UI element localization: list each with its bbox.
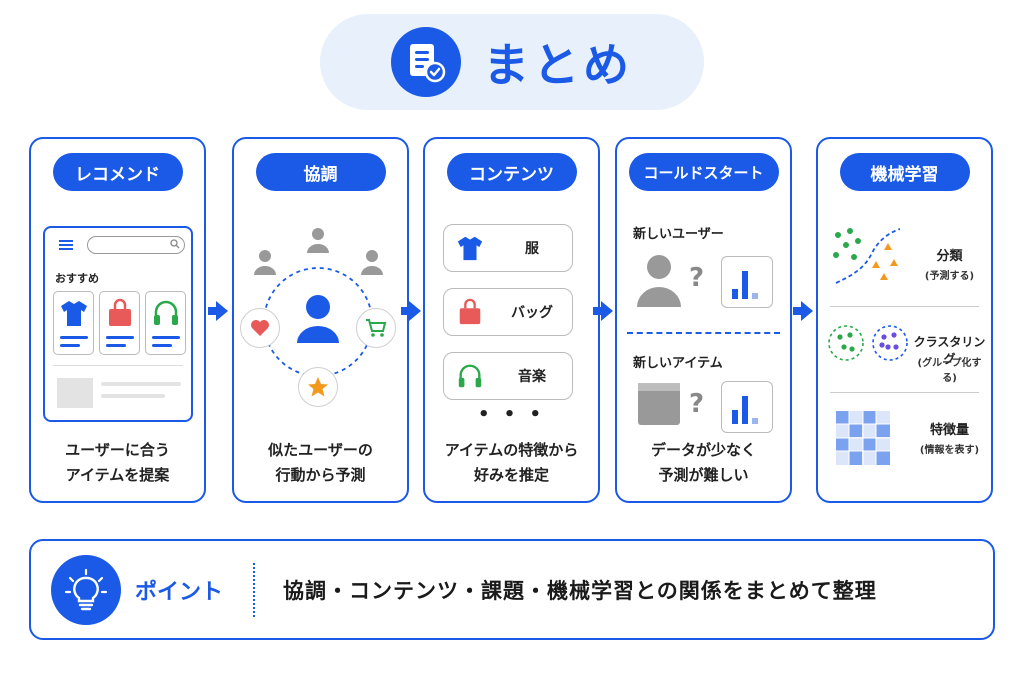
box-icon — [638, 383, 680, 425]
search-icon — [170, 239, 180, 249]
feature-grid-icon — [836, 411, 890, 465]
checklist-icon — [391, 27, 461, 97]
card-content: コンテンツ 服 バッグ 音楽 • • • アイテムの特徴から 好みを推定 — [423, 137, 600, 503]
bag-icon — [109, 298, 131, 326]
arrow-right-icon — [208, 301, 228, 321]
product-card — [99, 291, 140, 355]
card-label: レコメンド — [52, 153, 183, 191]
card-caption: ユーザーに合う アイテムを提案 — [65, 441, 170, 484]
recommend-heading: おすすめ — [55, 272, 99, 285]
headphones-icon — [154, 300, 178, 325]
card-caption: 似たユーザーの 行動から予測 — [268, 441, 373, 484]
more-indicator: • • • — [477, 404, 546, 425]
search-bar — [87, 236, 185, 254]
method-desc: (情報を表す) — [919, 445, 980, 456]
item-row: 服 — [443, 224, 573, 272]
chart-icon — [721, 381, 773, 433]
bag-icon — [459, 298, 481, 325]
arrow-right-icon — [593, 301, 613, 321]
user-icon — [254, 228, 383, 275]
divider — [253, 563, 255, 617]
headphones-icon — [458, 364, 482, 388]
new-user-label: 新しいユーザー — [633, 227, 724, 242]
card-caption: データが少なく 予測が難しい — [650, 441, 756, 484]
card-label: 機械学習 — [839, 153, 970, 191]
star-icon — [298, 367, 338, 407]
user-icon — [637, 255, 681, 307]
classification-icon — [833, 228, 901, 284]
item-row: バッグ — [443, 288, 573, 336]
method-desc: (グループ化する) — [917, 358, 982, 384]
point-box: ポイント 協調・コンテンツ・課題・機械学習との関係をまとめて整理 — [29, 539, 995, 640]
arrow-right-icon — [793, 301, 813, 321]
product-card — [53, 291, 94, 355]
method-desc: (予測する) — [924, 271, 975, 282]
tshirt-icon — [457, 236, 483, 261]
card-label: コンテンツ — [446, 153, 577, 191]
question-mark: ? — [689, 389, 705, 419]
clustering-icon — [828, 325, 908, 361]
question-mark: ? — [689, 263, 705, 293]
method-name: クラスタリング — [913, 335, 986, 366]
card-label: 協調 — [255, 153, 386, 191]
card-caption: アイテムの特徴から 好みを推定 — [444, 441, 579, 484]
cart-icon — [356, 308, 396, 348]
arrow-right-icon — [401, 301, 421, 321]
point-label: ポイント — [135, 579, 224, 605]
page-title: まとめ — [483, 38, 633, 92]
menu-icon — [59, 240, 73, 250]
card-machine-learning: 機械学習 分類 (予測する) クラスタリング (グループ化する) 特徴量 (情報… — [816, 137, 993, 503]
item-row: 音楽 — [443, 352, 573, 400]
card-recommend: レコメンド おすすめ ユーザーに合う アイテムを提案 — [29, 137, 206, 503]
chart-icon — [721, 256, 773, 308]
card-label: コールドスタート — [628, 153, 779, 191]
tshirt-icon — [61, 301, 87, 326]
product-card — [145, 291, 186, 355]
method-name: 特徴量 — [929, 423, 969, 438]
new-item-label: 新しいアイテム — [633, 356, 723, 371]
heart-icon — [240, 308, 280, 348]
phone-mockup: おすすめ — [43, 226, 193, 422]
divider — [627, 332, 780, 334]
point-text: 協調・コンテンツ・課題・機械学習との関係をまとめて整理 — [283, 578, 877, 603]
method-name: 分類 — [936, 249, 963, 264]
user-icon — [297, 295, 339, 343]
title-banner: まとめ — [320, 14, 704, 110]
card-cold-start: コールドスタート 新しいユーザー ? 新しいアイテム ? データが少なく 予測が… — [615, 137, 792, 503]
card-collaborative: 協調 似たユーザーの 行動から予測 — [232, 137, 409, 503]
lightbulb-icon — [51, 555, 121, 625]
placeholder-thumbnail — [57, 378, 93, 408]
